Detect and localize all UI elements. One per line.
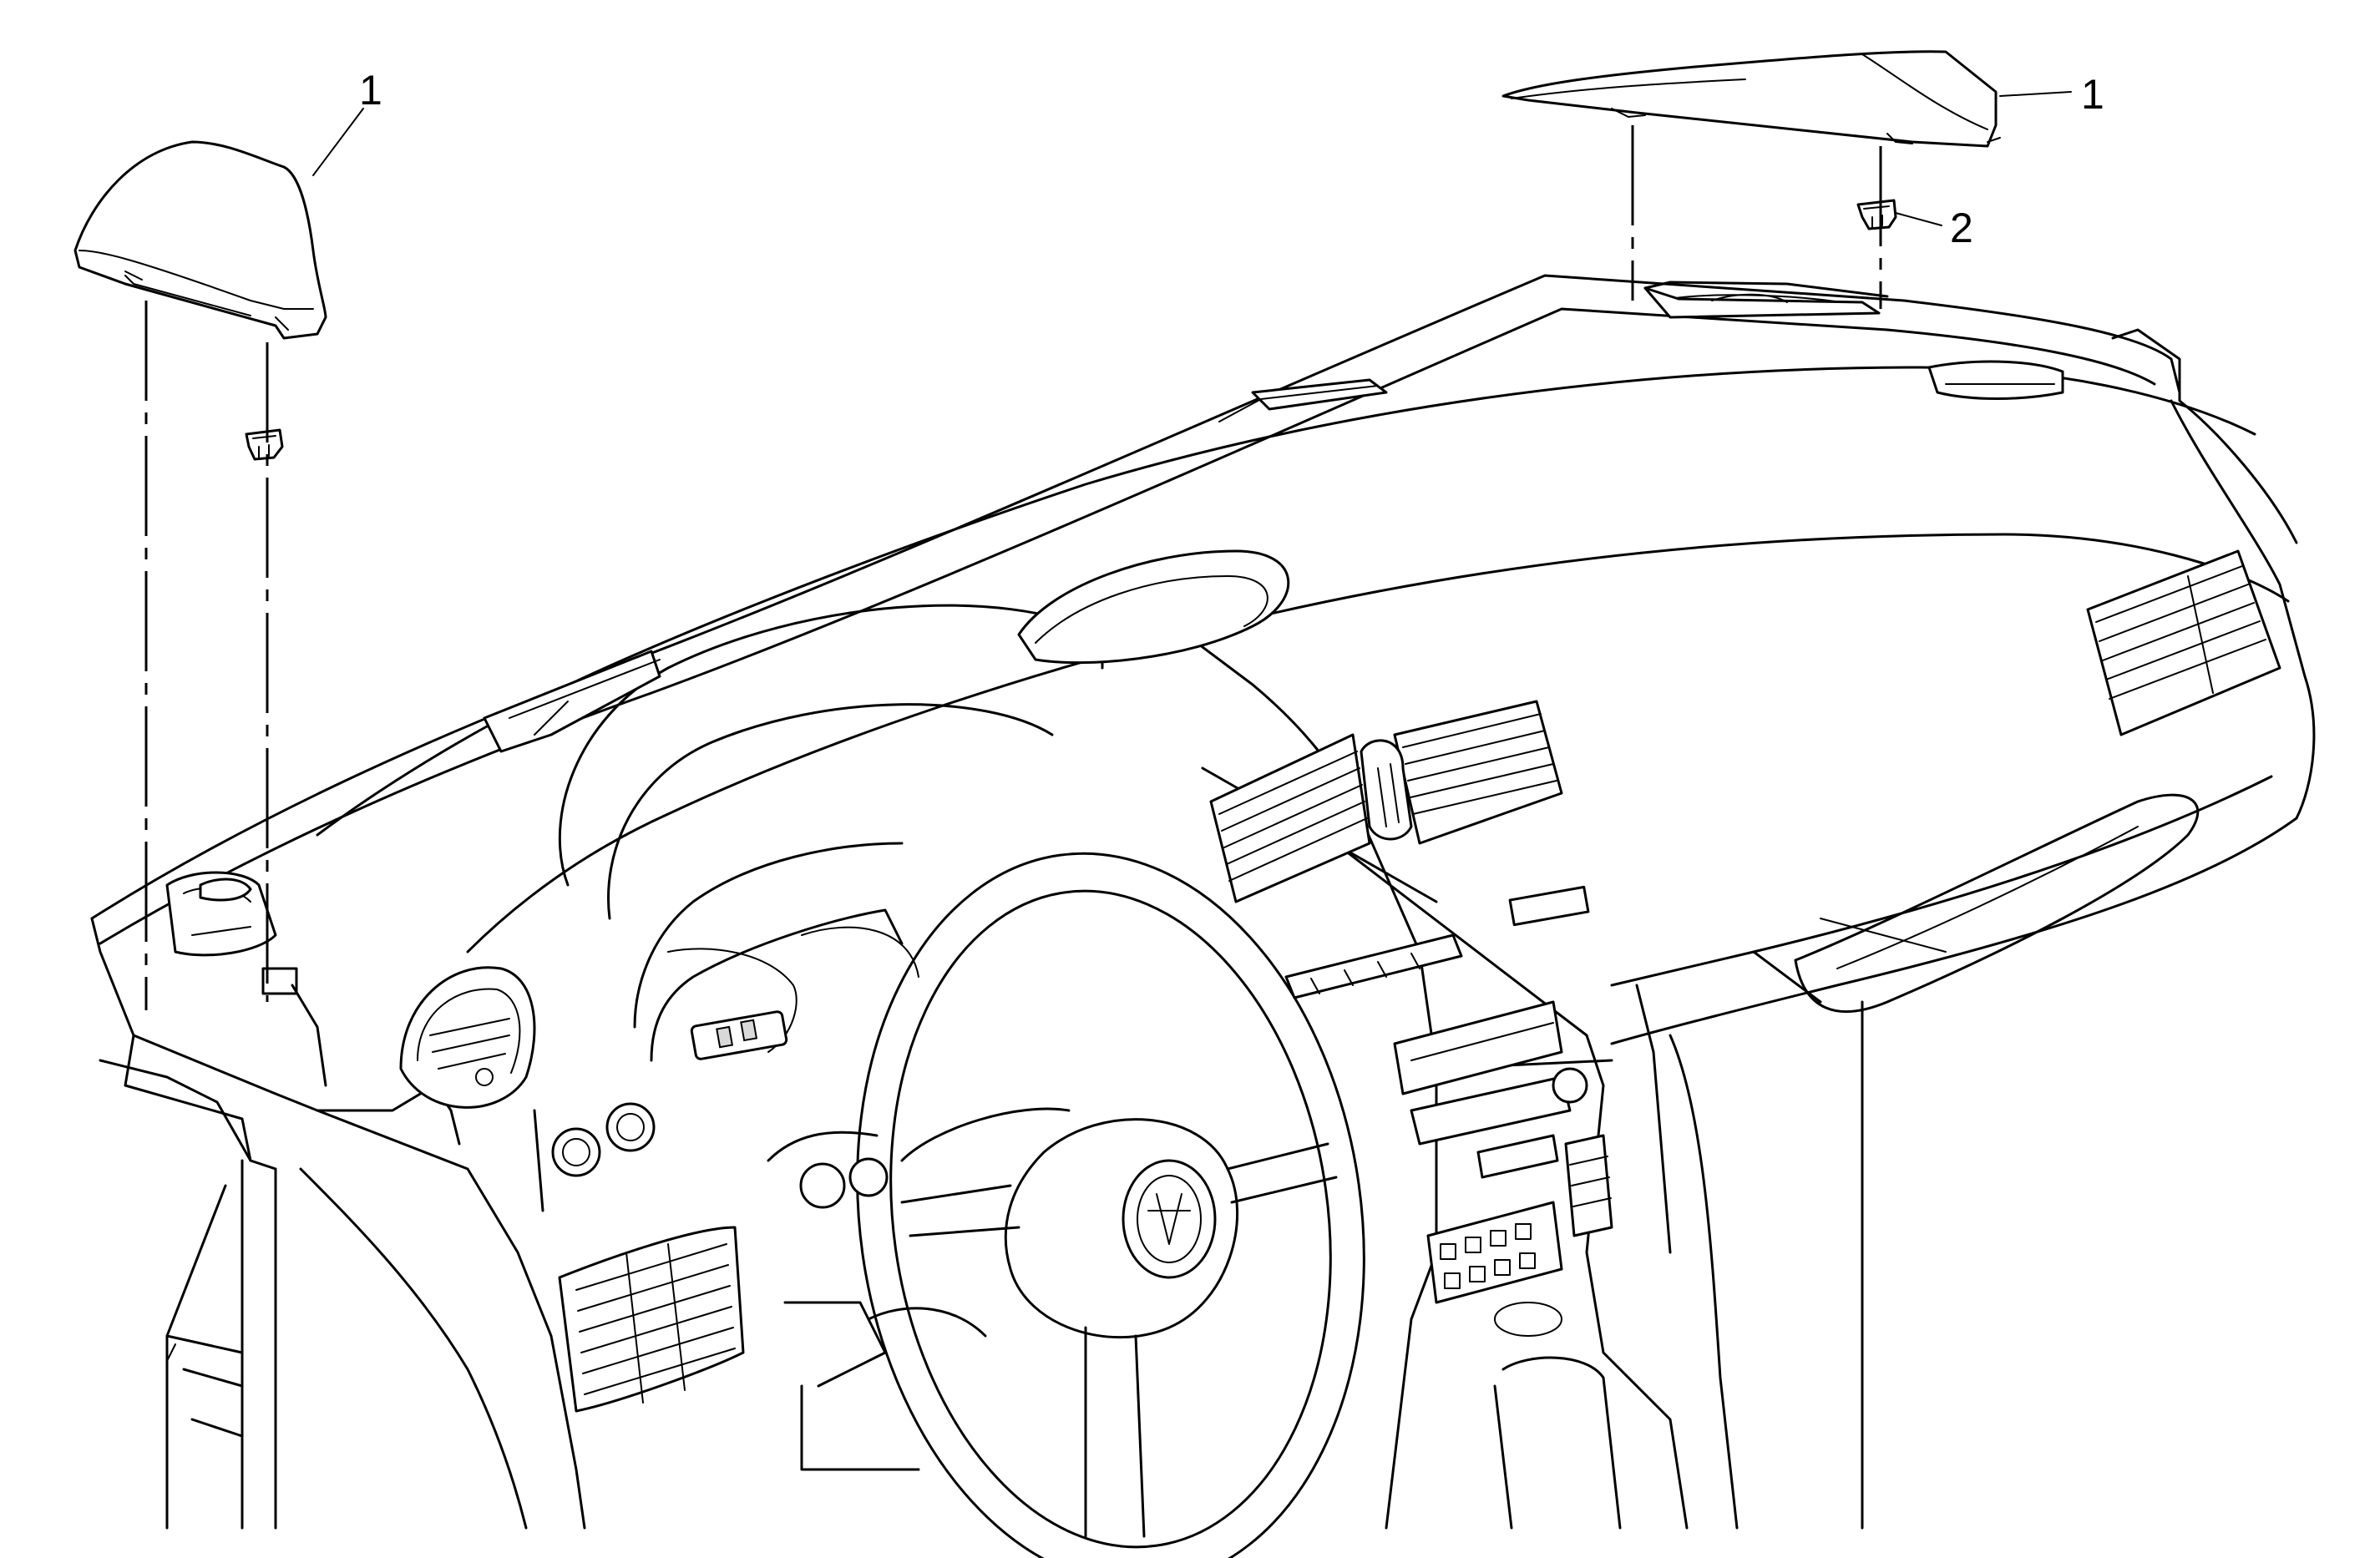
instrument-panel-left-end [90,871,586,1530]
left-lower-air-vent [558,1226,745,1413]
console-lower [1385,950,1864,1530]
instrument-cluster [533,908,919,1212]
radio-and-hvac-controls [1284,885,1613,1304]
callout-label-1-right: 1 [2081,71,2104,118]
installation-alignment-lines [144,125,1882,1010]
right-end-panel-cover [1501,50,2001,148]
left-end-panel-cover [73,140,327,340]
glove-box [1794,793,2200,1014]
right-retainer-clip [1856,199,1897,230]
callout-left-panel: 1 [312,67,382,176]
left-side-air-vent [399,966,536,1109]
callout-label-1-left: 1 [359,67,382,114]
callout-label-2: 2 [1950,205,1973,251]
steering-wheel [767,852,1365,1558]
callout-retainer-clip: 2 [1895,205,1973,251]
callout-right-panel: 1 [1999,71,2104,118]
left-retainer-clip [245,428,284,461]
right-side-air-vent [2086,549,2281,736]
center-air-vents [1209,700,1563,903]
